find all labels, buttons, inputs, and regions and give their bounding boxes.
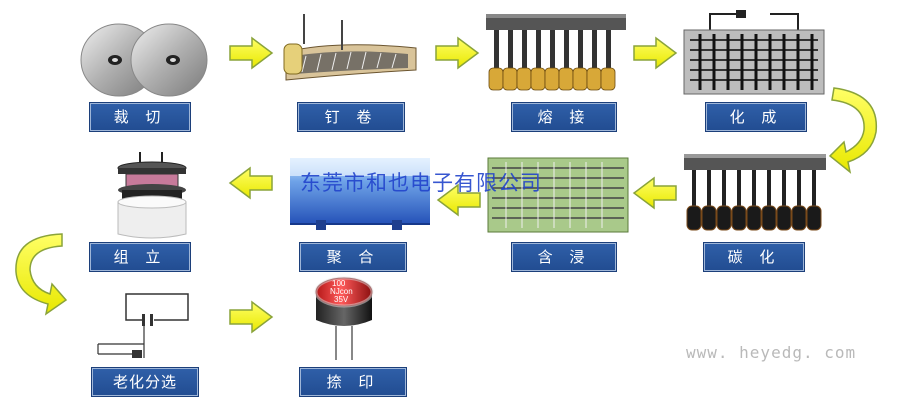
label-impregnation: 含 浸 [512,243,616,271]
label-printing: 捺 印 [300,368,406,396]
printed-capacitor-image: 100 NJcon 35V [314,276,374,360]
right-arrow-icon [229,300,274,334]
right-arrow-icon [435,36,480,70]
label-welding: 熔 接 [512,103,616,131]
label-winding: 钉 卷 [298,103,404,131]
curved-arrow-down-icon [15,233,68,316]
winding-image [283,14,417,81]
label-aging: 老化分选 [92,368,198,396]
welding-image [486,14,626,91]
website-url: www. heyedg. com [686,343,857,362]
aging-circuit-image [97,293,189,358]
company-watermark: 东莞市和也电子有限公司 [300,171,542,195]
right-arrow-icon [229,36,274,70]
polymerization-image [290,158,430,230]
left-arrow-icon [228,166,273,200]
label-polymerization: 聚 合 [300,243,406,271]
capacitor-marking-1: 100 [332,279,346,288]
assembly-image [117,152,187,239]
label-cutting: 裁 切 [90,103,190,131]
capacitor-marking-2: NJcon [330,287,353,296]
capacitor-marking-3: 35V [334,295,349,304]
left-arrow-icon [436,183,481,217]
carbonization-image [684,154,826,231]
right-arrow-icon [633,36,678,70]
curved-arrow-down-icon [828,87,878,174]
impregnation-image [487,157,629,233]
label-assembly: 组 立 [90,243,190,271]
cutting-foil-discs-image [80,23,208,97]
label-carbonization: 碳 化 [704,243,804,271]
left-arrow-icon [632,176,677,210]
formation-image [683,10,825,95]
label-formation: 化 成 [706,103,806,131]
